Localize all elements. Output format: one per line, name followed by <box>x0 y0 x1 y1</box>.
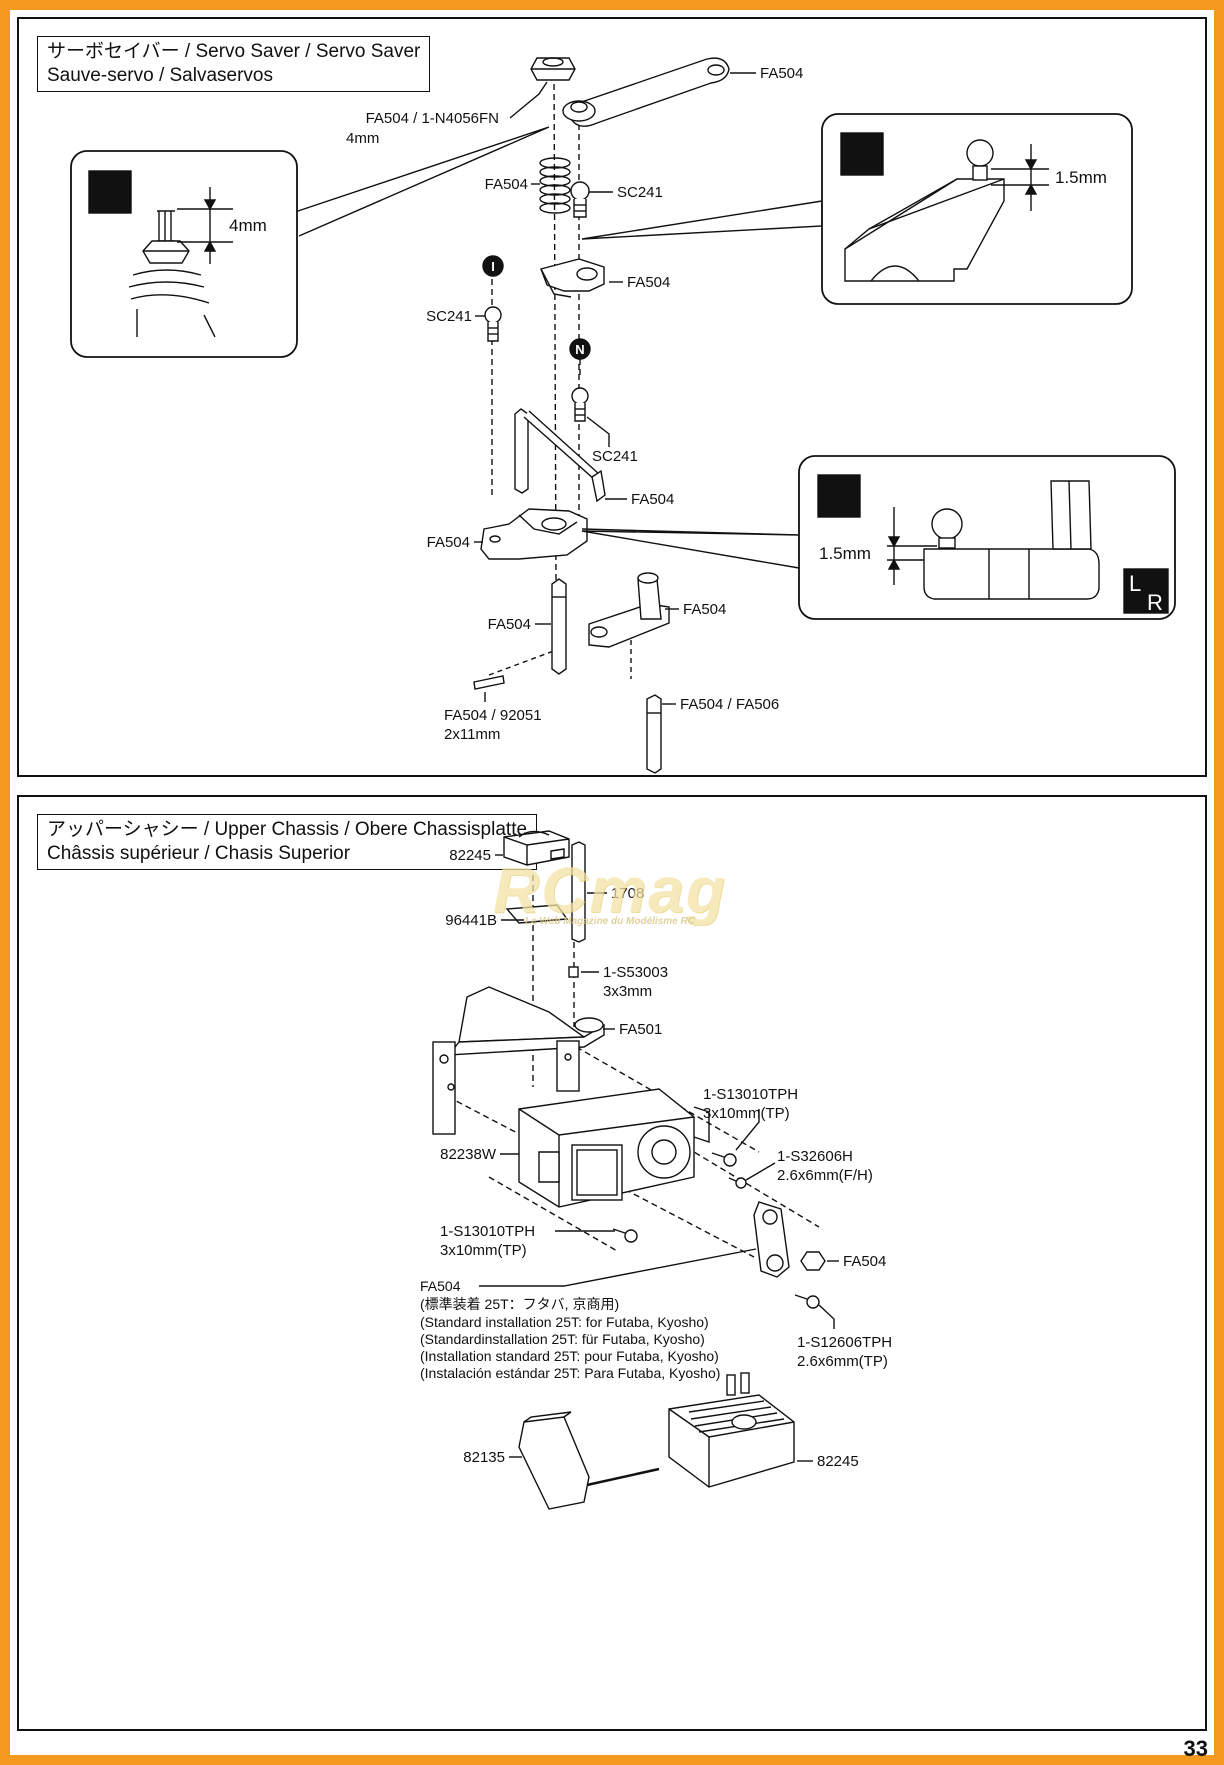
pad-part <box>505 904 569 924</box>
label-screw-b: 1-S32606H <box>777 1148 853 1165</box>
nut-part <box>530 57 576 81</box>
horn-note-4: (Installation standard 25T: pour Futaba,… <box>420 1348 719 1364</box>
nut-fa504-part <box>800 1251 826 1271</box>
spring-part <box>539 157 571 214</box>
esc-part <box>668 1372 795 1488</box>
svg-text:☞: ☞ <box>826 482 849 512</box>
label-nut: FA504 <box>843 1253 886 1270</box>
label-lower-arm: FA504 <box>683 601 726 618</box>
label-shaft: FA504 / FA506 <box>680 696 779 713</box>
bracket-part <box>432 986 605 1135</box>
label-rod: 1708 <box>611 885 644 902</box>
upper-chassis-panel: アッパーシャシー / Upper Chassis / Obere Chassis… <box>17 795 1207 1731</box>
label-ball-top: SC241 <box>617 184 663 201</box>
lr-badge-l: L <box>1129 571 1141 596</box>
label-nut: FA504 / 1-N4056FN <box>366 110 499 127</box>
label-spring: FA504 <box>485 176 528 193</box>
axis-pin <box>488 648 560 676</box>
watermark-logo: RCmag <box>492 854 728 926</box>
label-servo: 82238W <box>440 1146 497 1163</box>
label-pin: FA504 / 92051 <box>444 707 542 724</box>
label-esc: 82245 <box>817 1453 859 1470</box>
servo-saver-panel: サーボセイバー / Servo Saver / Servo Saver Sauv… <box>17 17 1207 777</box>
set-screw-part <box>568 966 579 978</box>
receiver-box-part <box>503 830 570 866</box>
label-ball-right: SC241 <box>592 448 638 465</box>
upper-chassis-title-line2: Châssis supérieur / Chasis Superior <box>47 843 351 864</box>
rod-part <box>514 408 606 503</box>
label-screw-c: 1-S13010TPH <box>440 1223 535 1240</box>
ball-top-part <box>570 181 590 218</box>
base-part <box>480 508 588 560</box>
servo-saver-title-line2: Sauve-servo / Salvaservos <box>47 65 273 86</box>
label-post: FA504 <box>488 616 531 633</box>
detail-nut-dimension: 4mm <box>229 216 267 235</box>
ball-right-part <box>571 387 589 422</box>
post-part <box>551 578 567 675</box>
label-ball-left: SC241 <box>426 308 472 325</box>
label-rod: FA504 <box>631 491 674 508</box>
detail-lower-box: ☞ <box>798 455 1176 620</box>
servo-part <box>518 1088 710 1208</box>
receiver-part <box>518 1411 660 1510</box>
rcmag-watermark: RCmag Le Web Magazine du Modélisme RC <box>480 858 740 927</box>
horn-note-0: FA504 <box>420 1278 461 1294</box>
servo-saver-title-line1: サーボセイバー / Servo Saver / Servo Saver <box>47 41 421 62</box>
lr-badge-r: R <box>1147 590 1163 615</box>
horn-note-2: (Standard installation 25T: for Futaba, … <box>420 1314 709 1330</box>
upper-chassis-diagram: 82245 96441B 1708 1-S53003 3x3mm FA501 8… <box>420 830 892 1510</box>
label-screw-a-size: 3x10mm(TP) <box>703 1105 790 1122</box>
label-base: FA504 <box>427 534 470 551</box>
screw-b-part <box>728 1177 747 1189</box>
detail-nut-box: ☞ <box>70 150 298 358</box>
horn-note-1: (標準装着 25T：フタバ, 京商用) <box>420 1296 619 1312</box>
label-nut-size: 4mm <box>346 130 379 147</box>
detail-lower-dimension: 1.5mm <box>819 544 871 563</box>
label-screw-d: 1-S12606TPH <box>797 1334 892 1351</box>
screw-c-part <box>612 1228 638 1243</box>
shaft-part <box>646 694 662 774</box>
label-pin-size: 2x11mm <box>444 726 500 743</box>
horn-part <box>540 258 605 298</box>
detail-arm-dimension: 1.5mm <box>1055 168 1107 187</box>
lower-arm-part <box>588 572 670 648</box>
upper-chassis-title-line1: アッパーシャシー / Upper Chassis / Obere Chassis… <box>47 819 528 840</box>
label-pad: 96441B <box>445 912 497 929</box>
axis-main <box>553 73 557 585</box>
servo-horn-part <box>753 1201 790 1278</box>
label-set-screw: 1-S53003 <box>603 964 668 981</box>
label-arm-top: FA504 <box>760 65 803 82</box>
label-bracket: FA501 <box>619 1021 662 1038</box>
horn-note-5: (Instalación estándar 25T: Para Futaba, … <box>420 1365 720 1381</box>
svg-text:☞: ☞ <box>97 178 120 208</box>
label-screw-b-size: 2.6x6mm(F/H) <box>777 1167 873 1184</box>
upper-arm-part <box>562 57 730 127</box>
label-set-screw-size: 3x3mm <box>603 983 652 1000</box>
pin-part <box>473 675 505 690</box>
servo-saver-title: サーボセイバー / Servo Saver / Servo Saver Sauv… <box>37 36 431 92</box>
watermark-tagline: Le Web Magazine du Modélisme RC <box>525 916 695 927</box>
page-number: 33 <box>1183 1736 1208 1761</box>
label-screw-a: 1-S13010TPH <box>703 1086 798 1103</box>
marker-right: N <box>575 342 584 357</box>
ball-left-part <box>484 306 502 342</box>
upper-chassis-title: アッパーシャシー / Upper Chassis / Obere Chassis… <box>37 814 538 870</box>
screw-a-part <box>711 1152 737 1167</box>
detail-arm-box: ☞ <box>821 113 1133 305</box>
screw-d-part <box>794 1294 820 1309</box>
servo-saver-diagram: ☞ ☞ <box>70 57 1176 774</box>
label-screw-c-size: 3x10mm(TP) <box>440 1242 527 1259</box>
label-screw-d-size: 2.6x6mm(TP) <box>797 1353 888 1370</box>
label-horn: FA504 <box>627 274 670 291</box>
label-receiver: 82135 <box>463 1449 505 1466</box>
marker-left: I <box>491 259 495 274</box>
rod-1708-part <box>571 841 586 943</box>
label-receiver-box: 82245 <box>449 847 491 864</box>
svg-text:☞: ☞ <box>849 140 872 170</box>
horn-note-3: (Standardinstallation 25T: für Futaba, K… <box>420 1331 705 1347</box>
